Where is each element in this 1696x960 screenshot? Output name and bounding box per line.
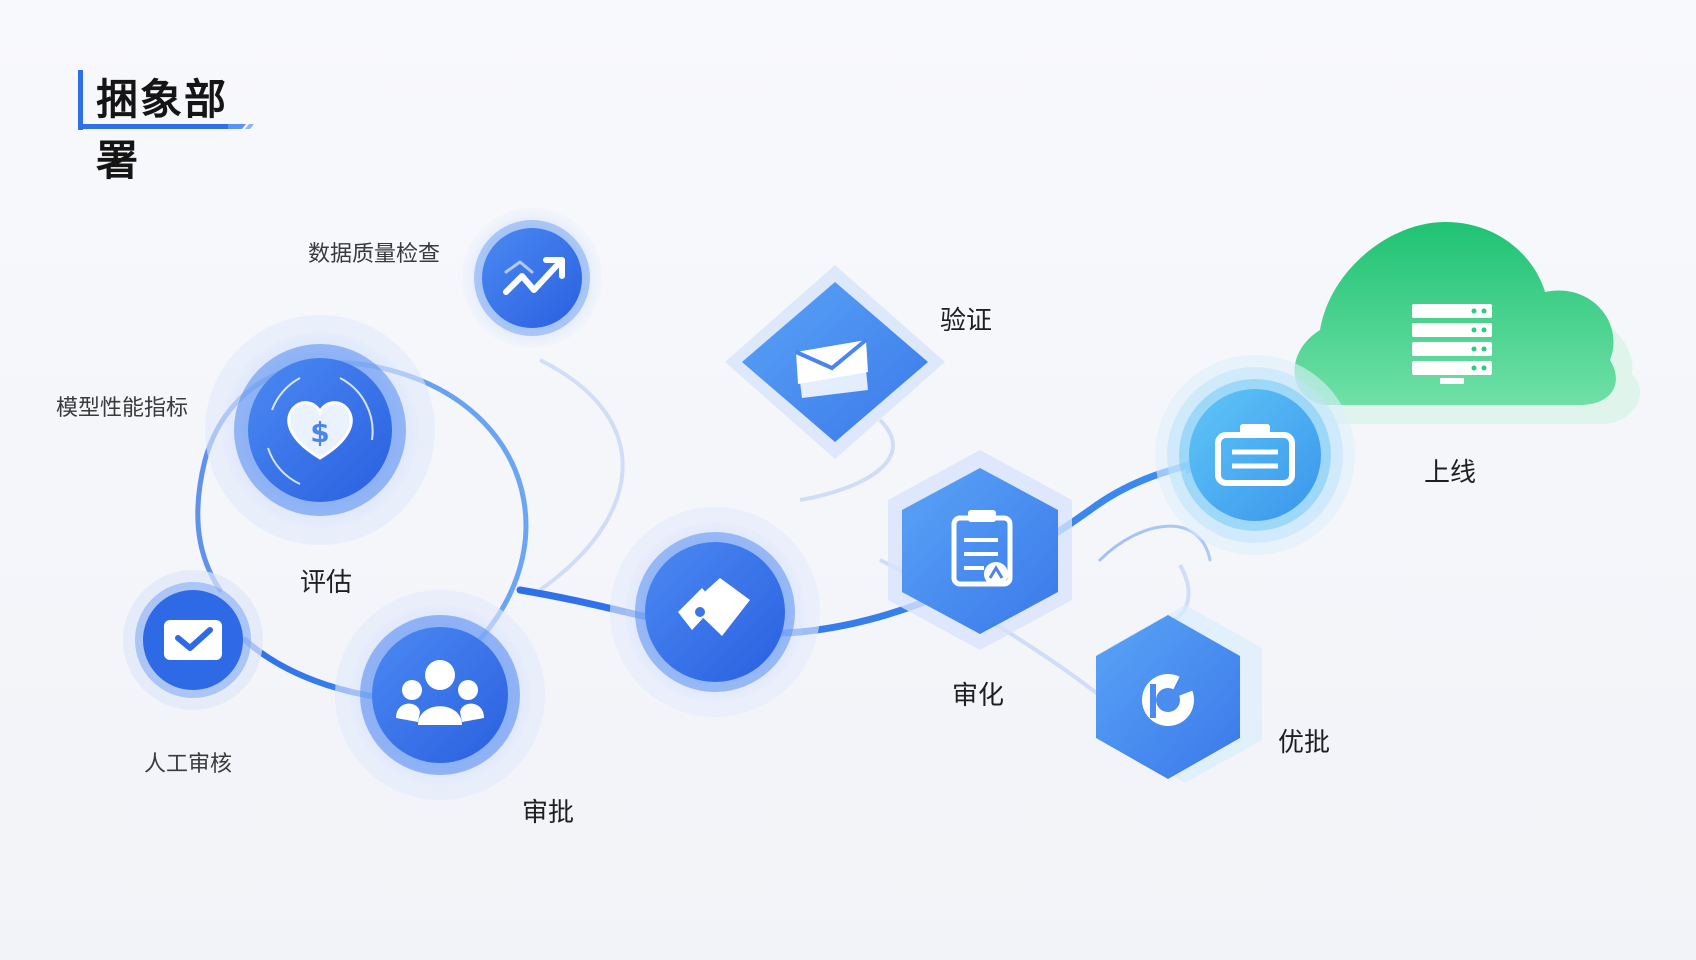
team-icon: [396, 660, 484, 725]
label-evaluate: 评估: [300, 568, 353, 598]
tag-icon: [678, 578, 750, 636]
node-audit[interactable]: [888, 450, 1072, 650]
label-online: 上线: [1424, 458, 1477, 488]
server-icon: [1412, 304, 1492, 384]
envelope-icon: [795, 338, 868, 398]
node-optimize[interactable]: [1096, 605, 1262, 783]
trend-chart-icon: [503, 257, 565, 295]
page-title: 捆象部署: [96, 75, 229, 185]
node-data-quality[interactable]: [462, 208, 602, 348]
node-tag[interactable]: [610, 507, 820, 717]
briefcase-icon: [1215, 424, 1295, 486]
check-mail-icon: [164, 620, 222, 660]
node-verify[interactable]: [725, 265, 945, 459]
node-manual-review[interactable]: [123, 570, 263, 710]
label-manual-review: 人工审核: [144, 752, 233, 777]
label-approve: 审批: [522, 798, 575, 828]
title-underline-decoration: [78, 70, 254, 130]
node-briefcase[interactable]: [1155, 355, 1355, 555]
heart-dollar-icon: $: [287, 401, 353, 460]
node-online[interactable]: [1294, 222, 1641, 424]
label-audit: 审化: [952, 681, 1005, 711]
svg-text:$: $: [310, 416, 329, 449]
label-model-performance: 模型性能指标: [56, 396, 189, 421]
label-optimize: 优批: [1278, 728, 1331, 758]
label-verify: 验证: [940, 306, 993, 336]
chart-pie-icon: [1142, 674, 1194, 726]
clipboard-icon: [951, 510, 1013, 587]
page-title-block: 捆象部署: [78, 62, 268, 185]
node-model-performance[interactable]: $: [205, 315, 435, 545]
label-data-quality: 数据质量检查: [308, 242, 441, 267]
node-approve[interactable]: [335, 590, 545, 800]
